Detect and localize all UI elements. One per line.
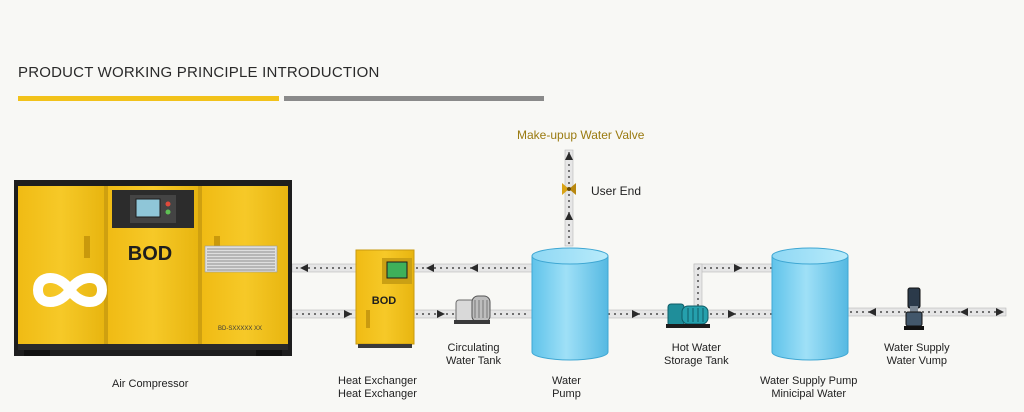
water-supply-label-line2: Water Vump xyxy=(886,355,947,367)
heat-exchanger-brand-logo: BOD xyxy=(372,295,397,307)
hot-water-pump-icon xyxy=(666,303,710,328)
title-underline-yellow xyxy=(18,96,279,101)
storage-tank xyxy=(771,247,849,361)
make-up-water-valve-icon xyxy=(562,183,576,195)
compressor-brand-logo: BOD xyxy=(128,243,172,265)
hot-water-label-line2: Storage Tank xyxy=(664,355,729,367)
heat-exchanger xyxy=(355,249,415,348)
pipe-riser-to-storage xyxy=(693,263,775,315)
user-end-label: User End xyxy=(591,184,642,198)
water-supply-label-line1: Water Supply xyxy=(884,342,950,354)
compressor-serial-text: BD-SXXXXX XX xyxy=(218,326,262,332)
supply-pump-label-line2: Minicipal Water xyxy=(771,388,847,400)
pipe-make-up-vertical xyxy=(564,149,574,247)
hot-water-label: Hot Water Storage Tank xyxy=(664,342,729,368)
water-supply-label: Water Supply Water Vump xyxy=(884,342,950,368)
circulating-label-line2: Water Tank xyxy=(446,355,502,367)
vertical-supply-pump-icon xyxy=(904,287,924,330)
water-pump-label-line1: Water xyxy=(552,375,581,387)
heat-exchanger-label-line2: Heat Exchanger xyxy=(338,388,417,400)
air-compressor xyxy=(14,180,292,356)
brand-infinity-icon xyxy=(32,273,108,307)
water-pump-label-line2: Pump xyxy=(552,388,581,400)
title-underline-gray xyxy=(284,96,544,101)
page-title: PRODUCT WORKING PRINCIPLE INTRODUCTION xyxy=(18,64,380,81)
air-compressor-label: Air Compressor xyxy=(112,378,189,390)
supply-pump-label-line1: Water Supply Pump xyxy=(760,375,858,387)
heat-exchanger-label: Heat Exchanger Heat Exchanger xyxy=(338,375,417,401)
make-up-valve-label: Make-upup Water Valve xyxy=(517,128,645,142)
circulating-pump-icon xyxy=(454,295,491,324)
hot-water-label-line1: Hot Water xyxy=(671,342,721,354)
circulating-label-line1: Circulating xyxy=(447,342,500,354)
water-tank xyxy=(531,247,609,361)
water-pump-label: Water Pump xyxy=(552,375,581,401)
pipe-municipal-supply xyxy=(847,307,1007,317)
heat-exchanger-label-line1: Heat Exchanger xyxy=(338,375,417,387)
circulating-label: Circulating Water Tank xyxy=(446,342,501,368)
supply-pump-label: Water Supply Pump Minicipal Water xyxy=(760,375,857,401)
